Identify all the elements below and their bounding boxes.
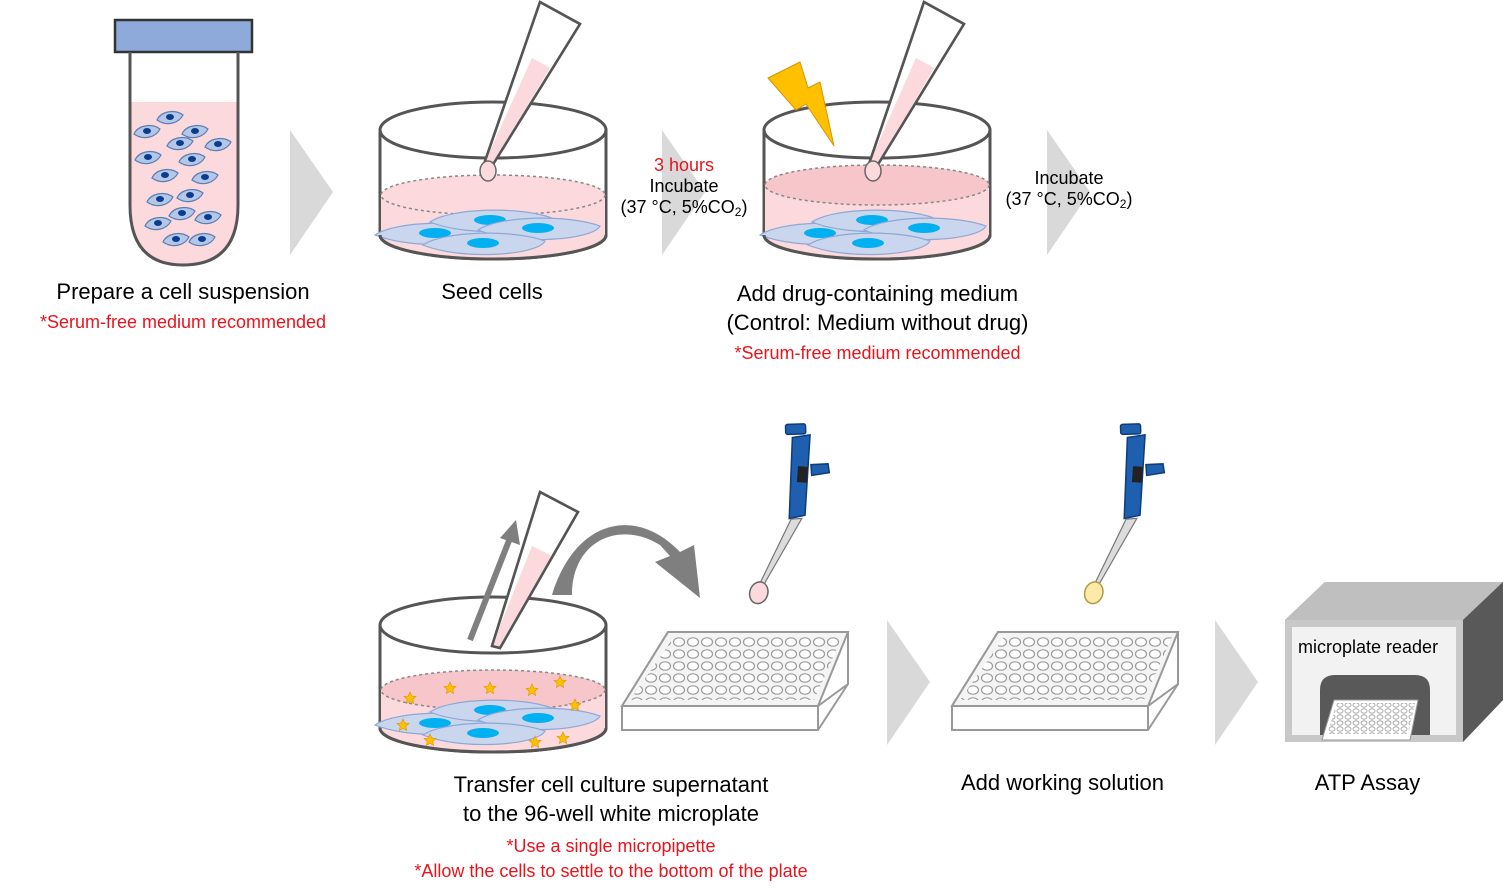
step-arrow-icon — [290, 130, 333, 255]
step3-label-line1: Add drug-containing medium — [736, 281, 1019, 306]
incubation1-cond: (37 °C, 5%CO2) — [620, 197, 748, 219]
incubation1-time: 3 hours — [653, 155, 715, 175]
step4-note-line2: *Allow the cells to settle to the bottom… — [414, 861, 808, 881]
incubation1-title: Incubate — [649, 176, 719, 196]
step4-label-line1: Transfer cell culture supernatant — [453, 772, 769, 797]
dish-icon — [374, 100, 608, 261]
curved-arrow-icon — [552, 525, 700, 598]
step4-label-line2: to the 96-well white microplate — [463, 801, 759, 826]
step-arrow-icon — [887, 620, 930, 745]
pipette-tip-icon — [479, 0, 582, 182]
step2-label: Seed cells — [441, 279, 543, 304]
dish-icon — [759, 100, 992, 261]
pipette-tip-icon — [864, 0, 966, 182]
up-arrow-icon — [467, 520, 520, 642]
microplate-icon — [950, 631, 1180, 731]
incubation2-cond: (37 °C, 5%CO2) — [1005, 189, 1133, 211]
microplate-icon — [620, 631, 850, 731]
step1-label: Prepare a cell suspension — [56, 279, 310, 304]
tube-icon — [113, 18, 254, 267]
step5-label: Add working solution — [960, 770, 1164, 795]
step6-label: ATP Assay — [1314, 770, 1421, 795]
lightning-icon — [767, 61, 835, 147]
step4-label: Transfer cell culture supernatant to the… — [380, 770, 842, 828]
step3-note: *Serum-free medium recommended — [734, 343, 1021, 363]
incubation2-title: Incubate — [1034, 168, 1104, 188]
step1-note: *Serum-free medium recommended — [39, 312, 327, 332]
reader-icon — [1285, 582, 1503, 742]
reader-label: microplate reader — [1298, 637, 1439, 657]
incubation1: 3 hours Incubate (37 °C, 5%CO2) — [604, 155, 764, 219]
step4-note-line1: *Use a single micropipette — [506, 836, 716, 856]
step-arrow-icon — [1047, 130, 1090, 255]
step4-notes: *Use a single micropipette *Allow the ce… — [380, 834, 842, 884]
incubation2: Incubate (37 °C, 5%CO2) — [988, 168, 1150, 211]
micropipette-icon — [735, 417, 843, 605]
micropipette-icon — [1070, 417, 1178, 605]
step-arrow-icon — [1215, 620, 1258, 745]
step-arrow-icon — [662, 130, 705, 255]
step3-label-line2: (Control: Medium without drug) — [726, 310, 1029, 335]
step3-label: Add drug-containing medium (Control: Med… — [690, 279, 1065, 337]
dish-icon — [374, 595, 608, 754]
pipette-tip-icon — [490, 490, 580, 650]
